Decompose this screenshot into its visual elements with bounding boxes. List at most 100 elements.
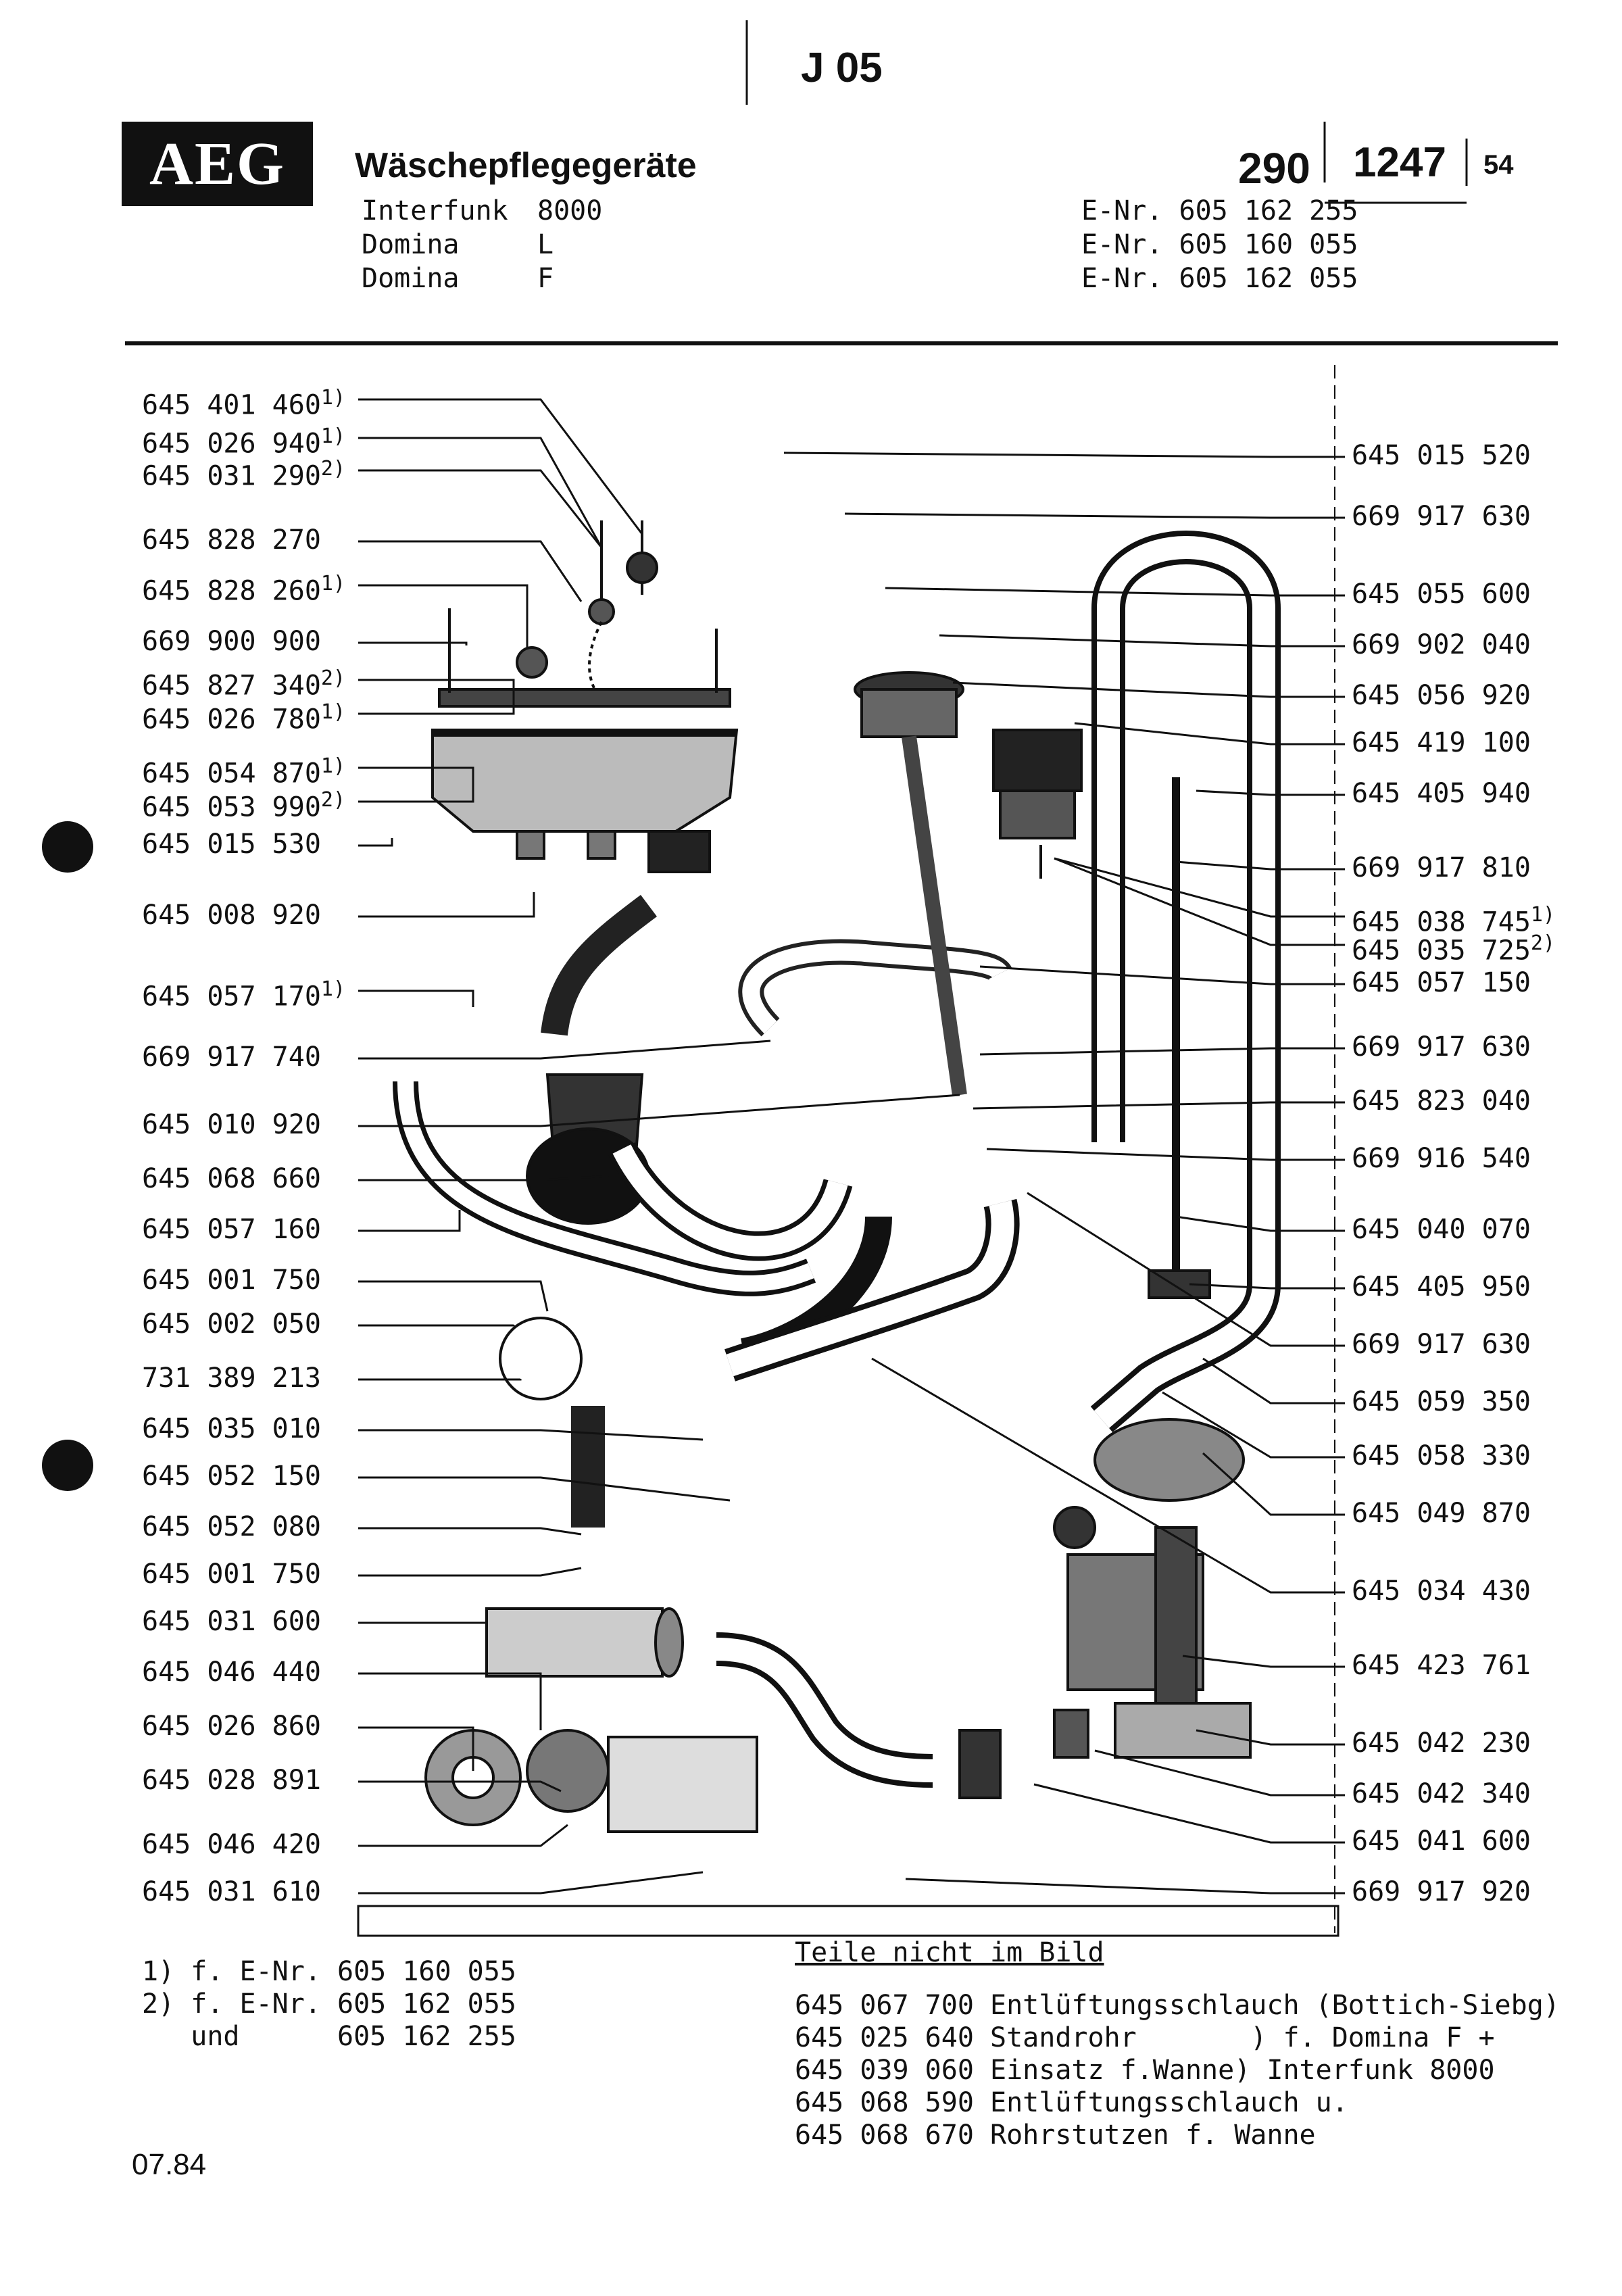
leader-line xyxy=(358,1726,474,1771)
enr-line: E-Nr. 605 160 055 xyxy=(1081,229,1358,260)
leader-line xyxy=(986,1148,1345,1161)
left-part-label: 645 002 050 xyxy=(142,1308,321,1340)
leader-line xyxy=(1202,1452,1345,1516)
right-part-label: 645 040 070 xyxy=(1352,1213,1531,1246)
leader-line xyxy=(358,892,535,918)
doc-subnumber: 1247 xyxy=(1353,139,1446,186)
part-footnote-ref: 2) xyxy=(320,457,346,481)
punch-hole xyxy=(42,1440,93,1491)
part-footnote-ref: 1) xyxy=(320,424,346,448)
leader-line xyxy=(905,1878,1345,1895)
part-number: 645 401 460 xyxy=(142,389,321,421)
part-number: 645 055 600 xyxy=(1352,579,1531,610)
right-part-label: 669 916 540 xyxy=(1352,1142,1531,1175)
leader-line xyxy=(358,469,603,548)
right-part-label: 669 917 630 xyxy=(1352,1328,1531,1361)
part-number: 645 053 990 xyxy=(142,791,321,823)
model-variant: F xyxy=(537,263,554,294)
footnote: und 605 162 255 xyxy=(142,2021,516,2052)
left-part-label: 645 026 860 xyxy=(142,1710,321,1742)
leader-line xyxy=(358,679,515,693)
leader-line xyxy=(358,1094,960,1127)
part-number: 645 042 340 xyxy=(1352,1778,1531,1809)
part-number: 645 026 940 xyxy=(142,428,321,460)
right-part-label: 645 038 7451) xyxy=(1352,899,1555,938)
left-part-label: 645 046 420 xyxy=(142,1828,321,1861)
leader-line xyxy=(1033,1783,1345,1844)
leader-line xyxy=(1202,1357,1345,1405)
part-number: 731 389 213 xyxy=(142,1363,321,1394)
left-part-label: 645 031 2902) xyxy=(142,453,345,492)
right-part-label: 645 419 100 xyxy=(1352,727,1531,759)
part-number: 645 015 520 xyxy=(1352,440,1531,471)
not-shown-item: 645 068 670 Rohrstutzen f. Wanne xyxy=(795,2120,1316,2151)
leader-line xyxy=(358,1567,582,1577)
part-number: 645 068 660 xyxy=(142,1163,321,1194)
part-footnote-ref: 1) xyxy=(320,386,346,410)
part-footnote-ref: 2) xyxy=(320,788,346,812)
right-part-label: 669 917 920 xyxy=(1352,1876,1531,1908)
right-part-label: 645 042 230 xyxy=(1352,1727,1531,1759)
part-number: 645 041 600 xyxy=(1352,1826,1531,1857)
leader-line xyxy=(1074,722,1345,746)
part-number: 669 917 920 xyxy=(1352,1876,1531,1907)
leader-line xyxy=(358,771,474,803)
part-number: 645 010 920 xyxy=(142,1109,321,1140)
right-part-label: 645 041 600 xyxy=(1352,1825,1531,1857)
part-number: 669 917 630 xyxy=(1352,1031,1531,1062)
left-part-label: 645 026 9401) xyxy=(142,420,345,460)
enr-line: E-Nr. 605 162 255 xyxy=(1081,195,1358,226)
left-part-label: 645 026 7801) xyxy=(142,696,345,735)
part-footnote-ref: 1) xyxy=(320,572,346,595)
right-part-label: 645 405 940 xyxy=(1352,777,1531,810)
left-part-label: 669 917 740 xyxy=(142,1041,321,1073)
leader-line xyxy=(358,437,603,548)
leader-line xyxy=(1196,789,1345,796)
part-number: 645 056 920 xyxy=(1352,680,1531,711)
model-variant: 8000 xyxy=(537,195,603,226)
right-part-label: 645 423 761 xyxy=(1352,1649,1531,1682)
leader-line xyxy=(1054,857,1345,946)
leader-line xyxy=(358,398,643,535)
leader-line xyxy=(952,681,1345,698)
part-number: 645 828 270 xyxy=(142,524,321,556)
leader-line xyxy=(358,990,474,1007)
model-name: Domina xyxy=(362,263,460,294)
leader-line xyxy=(939,634,1345,648)
left-part-label: 645 010 920 xyxy=(142,1108,321,1141)
part-number: 669 917 630 xyxy=(1352,1329,1531,1360)
right-part-label: 645 058 330 xyxy=(1352,1440,1531,1472)
part-number: 645 827 340 xyxy=(142,670,321,702)
footnote: 1) f. E-Nr. 605 160 055 xyxy=(142,1956,516,1987)
leader-line xyxy=(358,693,515,715)
not-shown-title: Teile nicht im Bild xyxy=(795,1937,1104,1968)
leader-line xyxy=(358,540,583,602)
right-part-label: 645 042 340 xyxy=(1352,1778,1531,1810)
model-name: Domina xyxy=(362,229,460,260)
left-part-label: 645 028 891 xyxy=(142,1764,321,1797)
part-footnote-ref: 1) xyxy=(1530,903,1556,927)
part-number: 645 058 330 xyxy=(1352,1440,1531,1471)
leader-line xyxy=(358,1672,542,1730)
part-number: 645 057 150 xyxy=(1352,967,1531,998)
footnote: 2) f. E-Nr. 605 162 055 xyxy=(142,1988,516,2020)
enr-line: E-Nr. 605 162 055 xyxy=(1081,263,1358,294)
part-number: 645 026 860 xyxy=(142,1711,321,1742)
left-part-label: 645 828 270 xyxy=(142,524,321,556)
leader-line xyxy=(973,1101,1345,1110)
part-number: 669 916 540 xyxy=(1352,1143,1531,1174)
leader-line xyxy=(871,1357,1345,1594)
part-number: 669 902 040 xyxy=(1352,629,1531,660)
part-number: 645 052 150 xyxy=(142,1461,321,1492)
not-shown-item: 645 067 700 Entlüftungsschlauch (Bottich… xyxy=(795,1990,1560,2021)
part-number: 645 031 290 xyxy=(142,460,321,492)
left-part-label: 645 031 610 xyxy=(142,1876,321,1908)
right-part-label: 645 405 950 xyxy=(1352,1271,1531,1303)
leader-line xyxy=(358,641,468,645)
left-part-label: 645 001 750 xyxy=(142,1558,321,1590)
logo-text: AEG xyxy=(149,130,286,197)
not-shown-item: 645 068 590 Entlüftungsschlauch u. xyxy=(795,2087,1348,2118)
part-number: 669 917 810 xyxy=(1352,852,1531,883)
part-number: 645 040 070 xyxy=(1352,1214,1531,1245)
right-part-label: 645 059 350 xyxy=(1352,1386,1531,1418)
